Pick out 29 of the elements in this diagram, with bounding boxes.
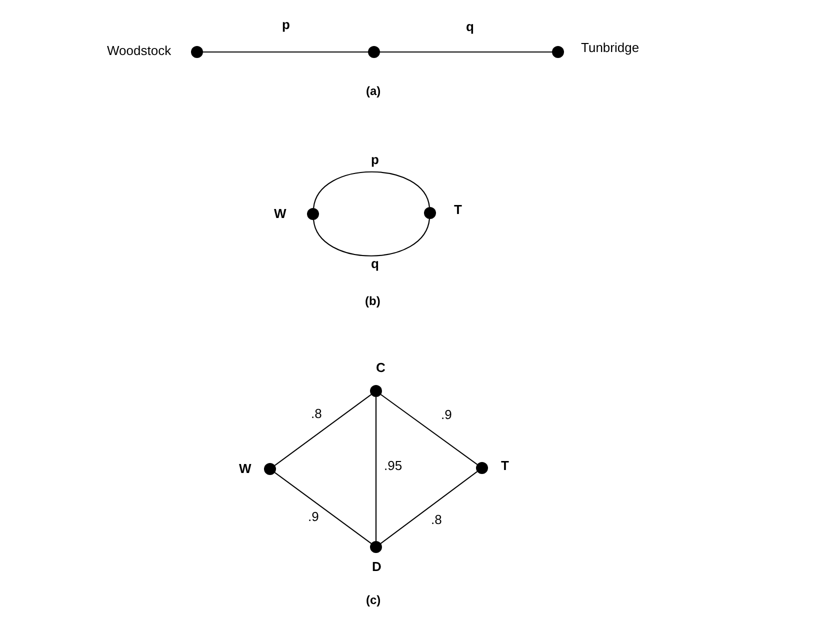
- node-label: Woodstock: [107, 44, 172, 57]
- edge-label: .9: [441, 408, 452, 421]
- edge-label: .8: [431, 513, 442, 526]
- node-label: T: [501, 459, 509, 472]
- panel-caption: (a): [366, 85, 381, 97]
- edge-label: q: [371, 257, 379, 270]
- edge-label: .95: [384, 459, 402, 472]
- connector-line: [380, 394, 478, 465]
- node-label: C: [376, 361, 386, 374]
- panel-caption: (b): [365, 295, 380, 307]
- edge-label: .8: [311, 407, 322, 420]
- connector-line: [313, 171, 430, 208]
- connector-line: [203, 51, 368, 53]
- connector-line: [380, 471, 478, 544]
- node-label: W: [274, 207, 286, 220]
- connector-line: [380, 51, 552, 53]
- panel-caption: (c): [366, 594, 381, 606]
- node-label: Tunbridge: [581, 41, 640, 54]
- node-label: T: [454, 203, 462, 216]
- connector-line: [274, 394, 372, 466]
- edge-label: .9: [308, 510, 319, 523]
- connector-line: [313, 218, 430, 256]
- edge-label: q: [466, 20, 474, 33]
- connector-line: [375, 397, 377, 541]
- node-label: D: [372, 560, 382, 573]
- node-label: W: [239, 462, 252, 475]
- edge-label: p: [371, 153, 379, 166]
- connector-line: [274, 472, 372, 544]
- edge-label: p: [282, 18, 290, 31]
